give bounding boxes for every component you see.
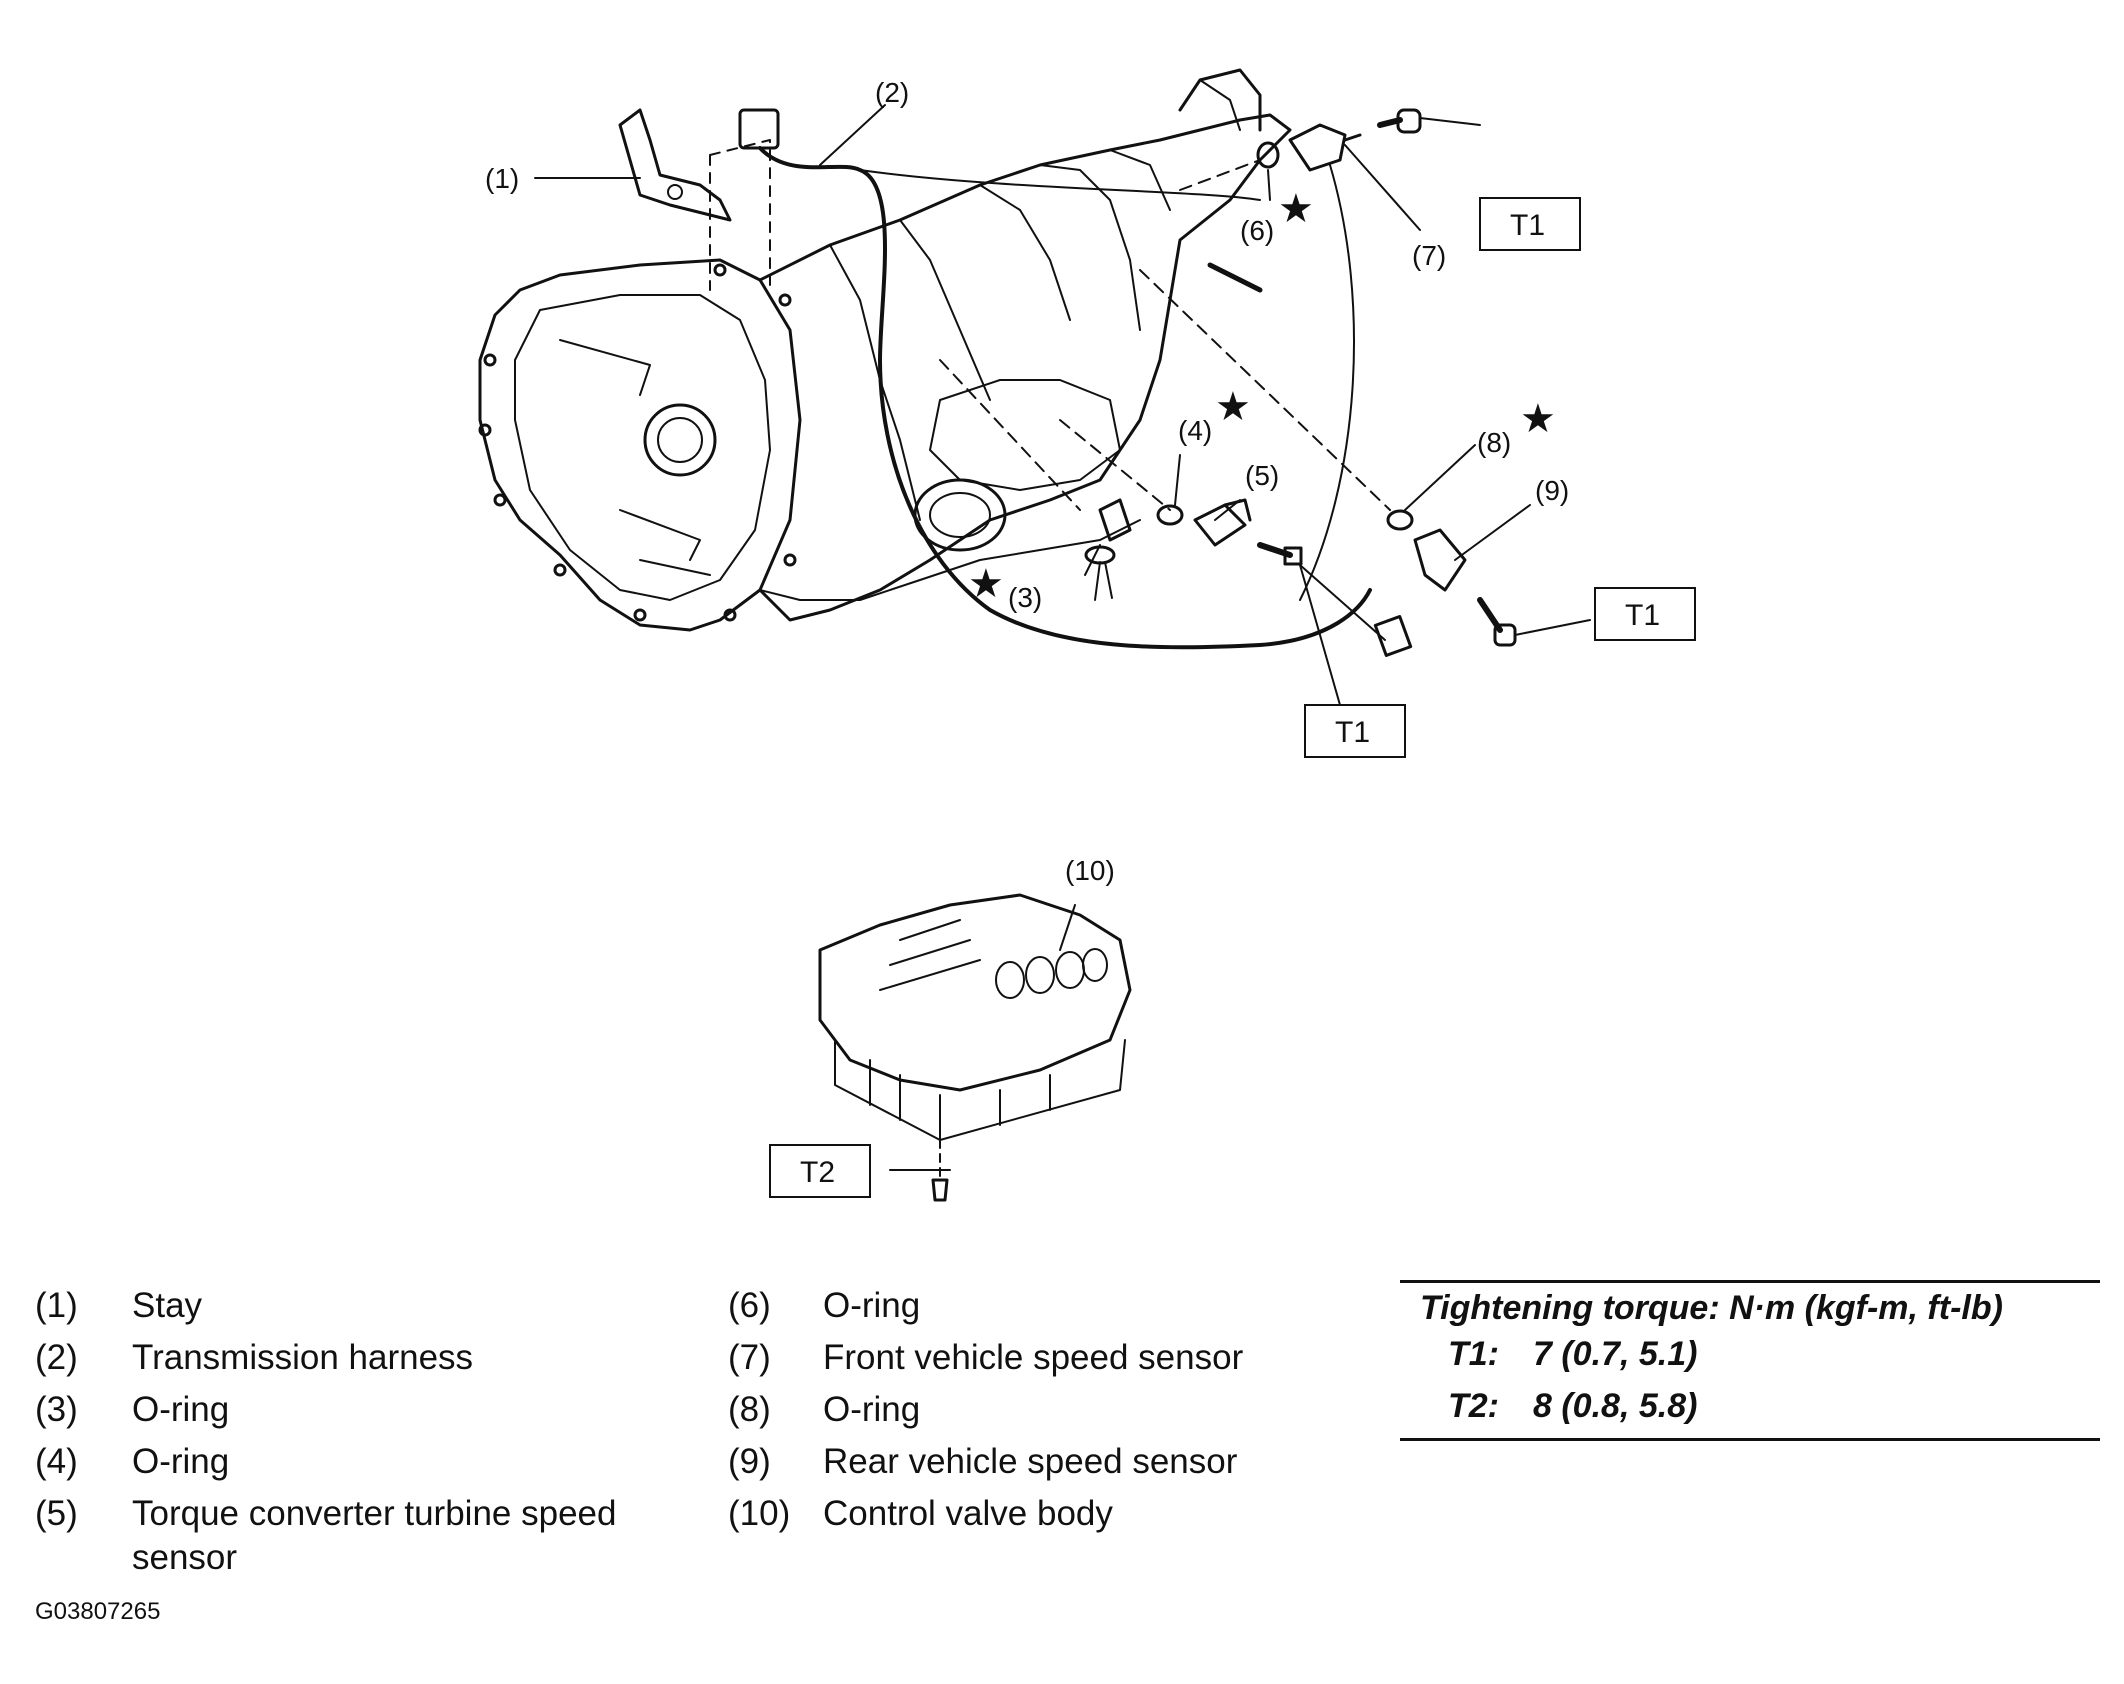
torque-label-t1-bottom: T1: [1335, 716, 1370, 749]
torque-box-t1-bottom: [1304, 704, 1406, 758]
legend-row: (9) Rear vehicle speed sensor: [728, 1436, 1363, 1488]
legend-num: (4): [35, 1442, 78, 1481]
torque-box-t1-top: [1479, 197, 1581, 251]
legend-num: (10): [728, 1494, 791, 1533]
transmission-harness-part: [738, 108, 1372, 650]
legend-label: Control valve body: [823, 1494, 1113, 1533]
legend-num: (2): [35, 1338, 78, 1377]
leader-lines: [534, 104, 1591, 1171]
torque-heading: Tightening torque: N·m (kgf-m, ft-lb): [1420, 1289, 2003, 1327]
legend-num: (5): [35, 1494, 78, 1533]
callout-9: (9): [1535, 475, 1569, 506]
legend-row: (1) Stay: [35, 1280, 672, 1332]
torque-row: T1: 7 (0.7, 5.1): [1400, 1328, 2100, 1380]
exploded-view-diagram: ★ ★ ★ ★ (1) (2) (3) (4) (5) (6) (7) (8) …: [478, 68, 1696, 1202]
callout-2: (2): [875, 77, 909, 108]
torque-top-rule: [1400, 1280, 2100, 1283]
pin-part: [1207, 262, 1263, 293]
legend-num: (6): [728, 1286, 771, 1325]
legend-label: Torque converter turbine speed sensor: [132, 1494, 617, 1577]
star-marker-3: ★: [968, 561, 1004, 607]
legend-num: (7): [728, 1338, 771, 1377]
torque-row: T2: 8 (0.8, 5.8): [1400, 1380, 2100, 1432]
legend-label: Stay: [132, 1286, 203, 1325]
legend-row: (7) Front vehicle speed sensor: [728, 1332, 1363, 1384]
legend-row: (8) O-ring: [728, 1384, 1363, 1436]
legend-num: (1): [35, 1286, 78, 1325]
legend-label: Transmission harness: [132, 1338, 474, 1377]
torque-box-t2: [769, 1144, 871, 1198]
callout-7: (7): [1412, 240, 1446, 271]
parts-legend-left: (1) Stay (2) Transmission harness (3) O-rin…: [35, 1280, 672, 1580]
callout-3: (3): [1008, 582, 1042, 613]
torque-value: 8 (0.8, 5.8): [1533, 1387, 1698, 1425]
legend-label: O-ring: [823, 1286, 921, 1325]
legend-num: (8): [728, 1390, 771, 1429]
torque-key: T2:: [1448, 1387, 1499, 1425]
callout-10: (10): [1065, 855, 1115, 886]
figure-code: G03807265: [35, 1598, 161, 1625]
legend-row: (10) Control valve body: [728, 1488, 1363, 1540]
legend-row: (3) O-ring: [35, 1384, 672, 1436]
callout-1: (1): [485, 163, 519, 194]
front-speed-sensor-part: [1179, 108, 1422, 601]
torque-bottom-rule: [1400, 1438, 2100, 1441]
callout-8: (8): [1477, 427, 1511, 458]
legend-label: Front vehicle speed sensor: [823, 1338, 1244, 1377]
legend-row: (2) Transmission harness: [35, 1332, 672, 1384]
rear-speed-sensor-part: [1139, 269, 1517, 657]
legend-row: (5) Torque converter turbine speed sensor: [35, 1488, 672, 1580]
torque-label-t2: T2: [800, 1156, 835, 1189]
legend-label: O-ring: [132, 1442, 230, 1481]
parts-legend-right: (6)O-ring (7)Front vehicle speed sensor …: [728, 1280, 1363, 1540]
control-valve-body-part: [818, 893, 1132, 1202]
callout-5: (5): [1245, 460, 1279, 491]
torque-spec-table: Tightening torque: N·m (kgf-m, ft-lb) T1…: [1400, 1280, 2100, 1441]
callout-6: (6): [1240, 215, 1274, 246]
torque-box-t1-right: [1594, 587, 1696, 641]
legend-row: (4) O-ring: [35, 1436, 672, 1488]
star-marker-8: ★: [1520, 396, 1556, 442]
star-marker-4: ★: [1215, 384, 1251, 430]
torque-value: 7 (0.7, 5.1): [1533, 1335, 1698, 1373]
legend-label: O-ring: [132, 1390, 230, 1429]
legend-label: O-ring: [823, 1390, 921, 1429]
stay-part: [618, 108, 732, 222]
callout-4: (4): [1178, 415, 1212, 446]
legend-label: Rear vehicle speed sensor: [823, 1442, 1238, 1481]
torque-key: T1:: [1448, 1335, 1499, 1373]
legend-num: (3): [35, 1390, 78, 1429]
torque-label-t1-top: T1: [1510, 209, 1545, 242]
star-marker-6: ★: [1278, 186, 1314, 232]
transmission-case-drawing: [478, 68, 1292, 632]
legend-num: (9): [728, 1442, 771, 1481]
torque-label-t1-right: T1: [1625, 599, 1660, 632]
legend-row: (6) O-ring: [728, 1280, 1363, 1332]
